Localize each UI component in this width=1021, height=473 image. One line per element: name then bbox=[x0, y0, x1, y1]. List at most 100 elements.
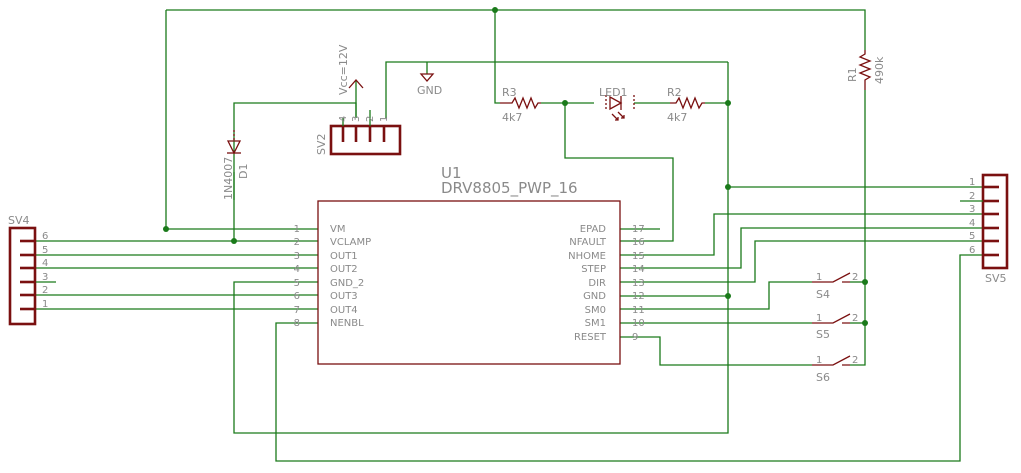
junction-dot bbox=[562, 100, 568, 106]
u1-pin-num: 17 bbox=[632, 224, 645, 235]
s4-ref: S4 bbox=[816, 288, 830, 301]
u1-pin-name: NFAULT bbox=[569, 237, 607, 248]
sv4-pin-num: 4 bbox=[42, 258, 48, 269]
vcc-label: Vcc=12V bbox=[337, 44, 350, 95]
wire-top-rail bbox=[166, 9, 866, 50]
gnd-label: GND bbox=[417, 84, 442, 97]
r1-zigzag bbox=[858, 50, 872, 90]
s5-pin1: 1 bbox=[816, 313, 822, 324]
wire-r1-switch-bus bbox=[850, 90, 866, 366]
sv5-pin-num: 3 bbox=[969, 204, 975, 215]
gnd-arrow bbox=[419, 73, 435, 82]
d1-triangle bbox=[226, 140, 242, 155]
u1-pin-num: 12 bbox=[632, 291, 645, 302]
junction-dot bbox=[231, 238, 237, 244]
sv5-connector: SV5 1 2 3 4 5 6 bbox=[960, 173, 1009, 285]
wire-sv5-3 bbox=[620, 213, 983, 256]
sv5-body bbox=[981, 173, 1009, 270]
r3-zigzag bbox=[500, 96, 541, 110]
wire-reset-s6 bbox=[620, 336, 812, 366]
r1-resistor: R1 490k bbox=[846, 50, 886, 90]
junction-dot bbox=[163, 226, 169, 232]
u1-pin-num: 15 bbox=[632, 251, 645, 262]
u1-pin-num: 3 bbox=[294, 251, 300, 262]
sv5-pin-num: 2 bbox=[969, 191, 975, 202]
led1-triangle bbox=[609, 95, 623, 111]
wire-sv5-4 bbox=[620, 227, 983, 269]
u1-pin-num: 13 bbox=[632, 278, 645, 289]
u1-part: DRV8805_PWP_16 bbox=[441, 179, 578, 198]
gnd-symbol: GND bbox=[417, 73, 442, 97]
junction-dot bbox=[862, 320, 868, 326]
u1-pin-name: OUT3 bbox=[330, 291, 358, 302]
u1-pin-name: GND bbox=[583, 291, 606, 302]
r3-ref: R3 bbox=[502, 86, 517, 99]
r2-ref: R2 bbox=[667, 86, 682, 99]
sv4-pin-num: 2 bbox=[42, 285, 48, 296]
sv5-pin-num: 1 bbox=[969, 177, 975, 188]
u1-pin-num: 6 bbox=[294, 291, 300, 302]
u1-pin-num: 5 bbox=[294, 278, 300, 289]
u1-pin-name: EPAD bbox=[580, 224, 607, 235]
s5-contact bbox=[812, 313, 851, 324]
sv2-connector: SV2 4 3 2 1 bbox=[315, 110, 402, 156]
sv2-pin-num: 3 bbox=[351, 116, 362, 122]
wire-r3-drop bbox=[494, 10, 500, 104]
sv5-ref: SV5 bbox=[985, 272, 1007, 285]
u1-pin-name: DIR bbox=[588, 278, 606, 289]
sv4-pins bbox=[20, 239, 36, 311]
d1-ref: D1 bbox=[237, 164, 250, 179]
u1-pin-num: 1 bbox=[294, 224, 300, 235]
sv2-pin-num: 1 bbox=[379, 116, 390, 122]
wire-sv5-6 bbox=[275, 254, 983, 462]
switch-s6: 1 2 S6 bbox=[812, 355, 858, 384]
s6-pin1: 1 bbox=[816, 355, 822, 366]
junction-dot bbox=[725, 100, 731, 106]
s5-pin2: 2 bbox=[852, 313, 858, 324]
u1-pin-num: 10 bbox=[632, 318, 645, 329]
s6-ref: S6 bbox=[816, 371, 830, 384]
junction-dot bbox=[862, 279, 868, 285]
u1-pin-num: 2 bbox=[294, 237, 300, 248]
led1: LED1 bbox=[599, 86, 635, 121]
vcc-symbol: Vcc=12V bbox=[337, 44, 364, 95]
wires bbox=[36, 9, 983, 462]
s6-contact bbox=[812, 355, 851, 366]
r3-value: 4k7 bbox=[502, 111, 522, 124]
sv2-body bbox=[329, 124, 402, 156]
sv4-pin-num: 5 bbox=[42, 245, 48, 256]
sv4-pin-num: 3 bbox=[42, 272, 48, 283]
u1-ref: U1 bbox=[441, 164, 462, 182]
d1-value: 1N4007 bbox=[222, 157, 235, 200]
sv4-body bbox=[8, 226, 37, 326]
u1-pin-name: SM0 bbox=[585, 305, 606, 316]
r3-resistor: R3 4k7 bbox=[500, 86, 541, 124]
sv2-pin-num: 4 bbox=[338, 116, 349, 122]
switch-s4: 1 2 S4 bbox=[812, 272, 858, 301]
u1-pin-name: NENBL bbox=[330, 318, 364, 329]
junction-dot bbox=[725, 293, 731, 299]
led1-ray bbox=[617, 111, 625, 119]
wire-sm0-s4 bbox=[620, 281, 812, 310]
wire-nfault bbox=[564, 103, 674, 242]
u1-pin-num: 16 bbox=[632, 237, 645, 248]
r2-value: 4k7 bbox=[667, 111, 687, 124]
d1-diode: D1 1N4007 bbox=[222, 130, 250, 200]
junction-dot bbox=[725, 184, 731, 190]
u1-pin-num: 7 bbox=[294, 305, 300, 316]
r2-zigzag bbox=[670, 96, 705, 110]
r2-resistor: R2 4k7 bbox=[667, 86, 705, 124]
u1-pin-num: 4 bbox=[294, 264, 300, 275]
u1-pin-name: SM1 bbox=[585, 318, 606, 329]
s6-pin2: 2 bbox=[852, 355, 858, 366]
sv2-ref: SV2 bbox=[315, 133, 328, 155]
u1-pin-num: 11 bbox=[632, 305, 645, 316]
wire-right-bus bbox=[233, 62, 729, 434]
wire-sv2-pin1 bbox=[385, 61, 728, 118]
u1-pin-name: OUT1 bbox=[330, 251, 358, 262]
sv4-connector: SV4 6 5 4 3 2 1 bbox=[8, 214, 56, 326]
u1-pin-name: STEP bbox=[581, 264, 606, 275]
u1-pin-num: 9 bbox=[632, 332, 638, 343]
led1-ray bbox=[611, 113, 619, 121]
u1-body bbox=[317, 200, 621, 365]
